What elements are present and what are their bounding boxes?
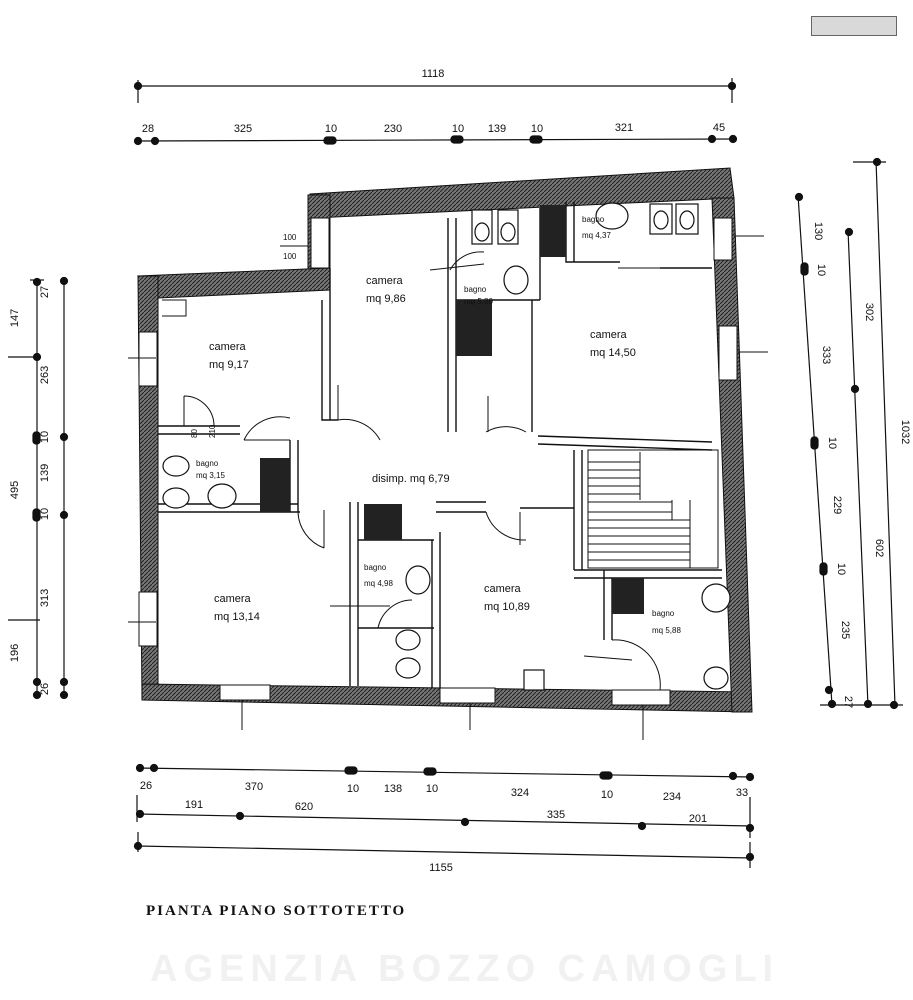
room-area: mq 13,14 bbox=[214, 611, 260, 623]
dim-bottom: 10 bbox=[347, 783, 359, 795]
dim-top: 10 bbox=[531, 123, 543, 135]
room-area: mq 5,88 bbox=[652, 626, 681, 635]
dim-bottom: 33 bbox=[736, 787, 748, 799]
door-width-label: 80 bbox=[190, 429, 199, 438]
staircase bbox=[587, 449, 719, 569]
room-area: mq 3,15 bbox=[196, 471, 225, 480]
dim-left: 10 bbox=[39, 431, 51, 443]
dim-top: 321 bbox=[615, 122, 633, 134]
room-name: bagno bbox=[652, 609, 675, 618]
dim-bottom-2: 620 bbox=[295, 801, 313, 813]
room-area: mq 5,80 bbox=[464, 297, 493, 306]
dim-bottom-2: 335 bbox=[547, 809, 565, 821]
dim-left: 495 bbox=[9, 481, 21, 499]
watermark: AGENZIA BOZZO CAMOGLI bbox=[150, 948, 780, 990]
dim-right: 602 bbox=[873, 539, 885, 557]
dim-right: 10 bbox=[826, 437, 838, 449]
dim-left: 263 bbox=[39, 366, 51, 384]
dim-left: 27 bbox=[39, 286, 51, 298]
dim-right: 1032 bbox=[899, 420, 911, 444]
dim-right: 130 bbox=[812, 222, 824, 240]
disimpegno-label: disimp. mq 6,79 bbox=[372, 473, 450, 485]
dim-left: 313 bbox=[39, 589, 51, 607]
dim-right: 302 bbox=[863, 303, 875, 321]
dim-top: 45 bbox=[713, 122, 725, 134]
room-name: camera bbox=[214, 593, 252, 605]
dim-right: 229 bbox=[831, 496, 843, 514]
room-area: mq 9,17 bbox=[209, 359, 249, 371]
opening-label: 100 bbox=[283, 252, 297, 261]
room-name: bagno bbox=[582, 215, 605, 224]
room-name: camera bbox=[209, 341, 247, 353]
dim-left: 196 bbox=[9, 644, 21, 662]
dim-left: 139 bbox=[39, 464, 51, 482]
agency-logo bbox=[811, 16, 897, 36]
shafts bbox=[260, 205, 644, 614]
dim-top: 10 bbox=[325, 123, 337, 135]
dim-bottom: 138 bbox=[384, 783, 402, 795]
dim-bottom: 10 bbox=[601, 789, 613, 801]
dim-right: 235 bbox=[839, 621, 851, 639]
room-area: mq 4,98 bbox=[364, 579, 393, 588]
room-labels: camera mq 9,17 camera mq 9,86 camera mq … bbox=[190, 215, 681, 635]
opening-label: 100 bbox=[283, 233, 297, 242]
doors bbox=[183, 251, 661, 691]
dim-left: 147 bbox=[9, 309, 21, 327]
room-area: mq 4,37 bbox=[582, 231, 611, 240]
dim-left: 10 bbox=[39, 508, 51, 520]
plan-title: PIANTA PIANO SOTTOTETTO bbox=[146, 903, 407, 919]
room-area: mq 14,50 bbox=[590, 347, 636, 359]
dim-top: 10 bbox=[452, 123, 464, 135]
bathroom-fixtures bbox=[162, 202, 731, 691]
dim-right: 27 bbox=[842, 696, 854, 708]
room-area: mq 10,89 bbox=[484, 601, 530, 613]
room-area: mq 9,86 bbox=[366, 293, 406, 305]
dim-bottom-total: 1155 bbox=[429, 862, 453, 874]
room-name: bagno bbox=[196, 459, 219, 468]
dim-top: 230 bbox=[384, 123, 402, 135]
dim-bottom: 370 bbox=[245, 781, 263, 793]
dim-bottom: 191 bbox=[185, 799, 203, 811]
dim-bottom: 10 bbox=[426, 783, 438, 795]
dim-bottom: 26 bbox=[140, 780, 152, 792]
door-height-label: 210 bbox=[208, 424, 217, 438]
dim-top: 325 bbox=[234, 123, 252, 135]
dim-top: 139 bbox=[488, 123, 506, 135]
dim-bottom: 234 bbox=[663, 791, 681, 803]
room-name: camera bbox=[366, 275, 404, 287]
dim-right: 10 bbox=[835, 563, 847, 575]
windows bbox=[138, 217, 738, 706]
room-name: bagno bbox=[364, 563, 387, 572]
dimension-labels: 1118 28 325 10 230 10 139 10 321 45 26 1… bbox=[9, 68, 911, 874]
dim-left: 26 bbox=[39, 683, 51, 695]
room-name: bagno bbox=[464, 285, 487, 294]
dim-top-total: 1118 bbox=[422, 68, 445, 80]
room-name: camera bbox=[484, 583, 522, 595]
plan-marks bbox=[128, 235, 768, 740]
dimension-lines bbox=[8, 78, 903, 868]
dim-right: 333 bbox=[820, 346, 832, 364]
dim-top: 28 bbox=[142, 123, 154, 135]
dim-right: 10 bbox=[815, 264, 827, 276]
room-name: camera bbox=[590, 329, 628, 341]
dim-bottom-2: 201 bbox=[689, 813, 707, 825]
dim-bottom: 324 bbox=[511, 787, 529, 799]
